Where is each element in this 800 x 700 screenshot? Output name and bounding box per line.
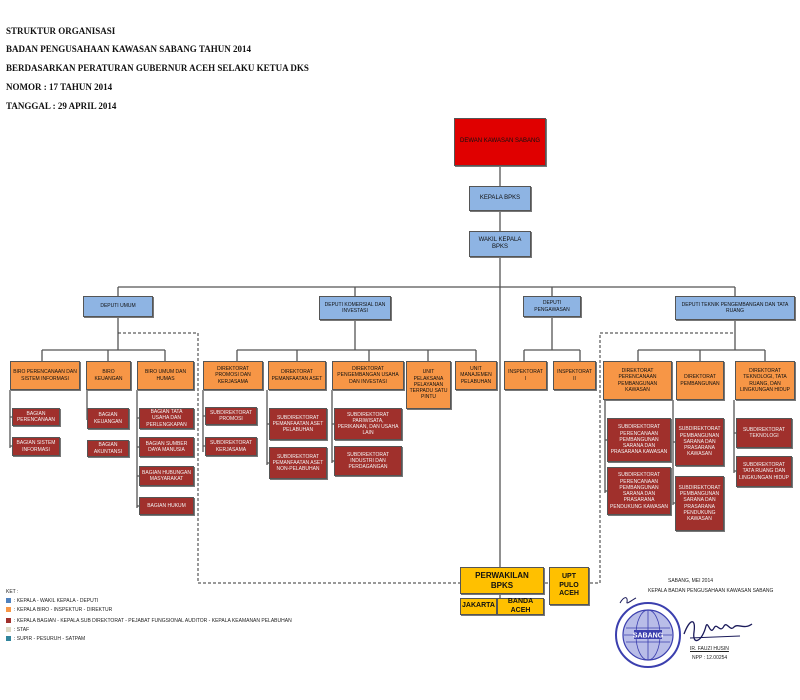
bagian-hubungan-masyarakat-box: BAGIAN HUBUNGAN MASYARAKAT (139, 466, 194, 486)
legend-label: : KEPALA BAGIAN - KEPALA SUB DIREKTORAT … (14, 618, 292, 624)
deputi-komersial-box: DEPUTI KOMERSIAL DAN INVESTASI (319, 296, 391, 320)
dewan-kawasan-sabang-box: DEWAN KAWASAN SABANG (454, 118, 546, 166)
kepala-bpks-box: KEPALA BPKS (469, 186, 531, 211)
legend-swatch (6, 627, 11, 632)
bagian-tata-usaha-box: BAGIAN TATA USAHA DAN PERLENGKAPAN (139, 408, 194, 429)
dir-pemanfaatan-aset-box: DIREKTORAT PEMANFAATAN ASET (268, 361, 326, 390)
official-seal-icon: SABANG (615, 602, 681, 668)
legend-title: KET : (6, 589, 19, 595)
signature-mark-icon (619, 597, 637, 604)
inspektorat-2-box: INSPEKTORAT II (553, 361, 596, 390)
signature-name: IR. FAUZI HUSIN (690, 646, 729, 652)
bagian-sistem-informasi-box: BAGIAN SISTEM INFORMASI (12, 437, 60, 456)
perwakilan-bpks-box: PERWAKILAN BPKS (460, 567, 544, 594)
bagian-keuangan-box: BAGIAN KEUANGAN (87, 408, 129, 429)
upt-pulo-aceh-box: UPT PULO ACEH (549, 567, 589, 605)
title-line-4: NOMOR : 17 TAHUN 2014 (6, 82, 113, 92)
deputi-umum-box: DEPUTI UMUM (83, 296, 153, 317)
sub-pembangunan-pendukung-box: SUBDIREKTORAT PEMBANGUNAN SARANA DAN PRA… (675, 476, 724, 531)
inspektorat-1-box: INSPEKTORAT I (504, 361, 547, 390)
sub-industri-box: SUBDIREKTORAT INDUSTRI DAN PERDAGANGAN (334, 446, 402, 476)
biro-perencanaan-box: BIRO PERENCANAAN DAN SISTEM INFORMASI (10, 361, 80, 390)
sub-perencanaan-pendukung-box: SUBDIREKTORAT PERENCANAAN PEMBANGUNAN SA… (607, 467, 671, 515)
unit-pelayanan-terpadu-box: UNIT PELAKSANA PELAYANAN TERPADU SATU PI… (406, 361, 451, 409)
legend-label: : KEPALA - WAKIL KEPALA - DEPUTI (14, 598, 99, 604)
dir-promosi-box: DIREKTORAT PROMOSI DAN KERJASAMA (203, 361, 263, 390)
signature-nip: NPP : 12.00254 (692, 655, 728, 661)
seal-text: SABANG (633, 633, 664, 640)
dir-pengembangan-usaha-box: DIREKTORAT PENGEMBANGAN USAHA DAN INVEST… (332, 361, 404, 390)
title-line-2: BADAN PENGUSAHAAN KAWASAN SABANG TAHUN 2… (6, 44, 251, 54)
bagian-sdm-box: BAGIAN SUMBER DAYA MANUSIA (139, 437, 194, 457)
biro-keuangan-box: BIRO KEUANGAN (86, 361, 131, 390)
legend-label: : KEPALA BIRO - INSPEKTUR - DIREKTUR (14, 607, 113, 613)
sub-kerjasama-box: SUBDIREKTORAT KERJASAMA (205, 437, 257, 456)
unit-manajemen-pelabuhan-box: UNIT MANAJEMEN PELABUHAN (455, 361, 497, 390)
sub-promosi-box: SUBDIREKTORAT PROMOSI (205, 407, 257, 425)
signature-title: KEPALA BADAN PENGUSAHAAN KAWASAN SABANG (648, 588, 774, 594)
sub-tata-ruang-box: SUBDIREKTORAT TATA RUANG DAN LINGKUNGAN … (736, 456, 792, 487)
deputi-teknik-box: DEPUTI TEKNIK PENGEMBANGAN DAN TATA RUAN… (675, 296, 795, 320)
perwakilan-banda-aceh-box: BANDA ACEH (497, 598, 544, 615)
sub-pembangunan-sarana-box: SUBDIREKTORAT PEMBANGUNAN SARANA DAN PRA… (675, 418, 724, 466)
wakil-kepala-bpks-box: WAKIL KEPALA BPKS (469, 231, 531, 257)
signature-scribble-icon (683, 621, 753, 642)
legend-swatch (6, 636, 11, 641)
legend-label: : SUPIR - PESURUH - SATPAM (14, 636, 86, 642)
legend-label: : STAF (14, 627, 30, 633)
bagian-perencanaan-box: BAGIAN PERENCANAAN (12, 408, 60, 426)
title-line-3: BERDASARKAN PERATURAN GUBERNUR ACEH SELA… (6, 63, 309, 73)
bagian-akuntansi-box: BAGIAN AKUNTANSI (87, 440, 129, 457)
dir-perencanaan-pembangunan-box: DIREKTORAT PERENCANAAN PEMBANGUNAN KAWAS… (603, 361, 672, 400)
sub-teknologi-box: SUBDIREKTORAT TEKNOLOGI (736, 418, 792, 448)
title-line-1: STRUKTUR ORGANISASI (6, 26, 116, 36)
sub-pariwisata-box: SUBDIREKTORAT PARIWISATA, PERIKANAN, DAN… (334, 408, 402, 440)
sub-aset-non-pelabuhan-box: SUBDIREKTORAT PEMANFAATAN ASET NON-PELAB… (269, 447, 327, 479)
perwakilan-jakarta-box: JAKARTA (460, 598, 497, 615)
sub-perencanaan-sarana-box: SUBDIREKTORAT PERENCANAAN PEMBANGUNAN SA… (607, 418, 671, 462)
title-line-5: TANGGAL : 29 APRIL 2014 (6, 101, 117, 111)
deputi-pengawasan-box: DEPUTI PENGAWASAN (523, 296, 581, 317)
legend-swatch (6, 598, 11, 603)
sub-aset-pelabuhan-box: SUBDIREKTORAT PEMANFAATAN ASET PELABUHAN (269, 408, 327, 440)
signature-place-date: SABANG, MEI 2014 (668, 578, 714, 584)
dir-pembangunan-box: DIREKTORAT PEMBANGUNAN (676, 361, 724, 400)
biro-umum-box: BIRO UMUM DAN HUMAS (137, 361, 194, 390)
bagian-hukum-box: BAGIAN HUKUM (139, 497, 194, 515)
legend-swatch (6, 618, 11, 623)
legend-swatch (6, 607, 11, 612)
dir-teknologi-tata-ruang-box: DIREKTORAT TEKNOLOGI, TATA RUANG, DAN LI… (735, 361, 795, 400)
